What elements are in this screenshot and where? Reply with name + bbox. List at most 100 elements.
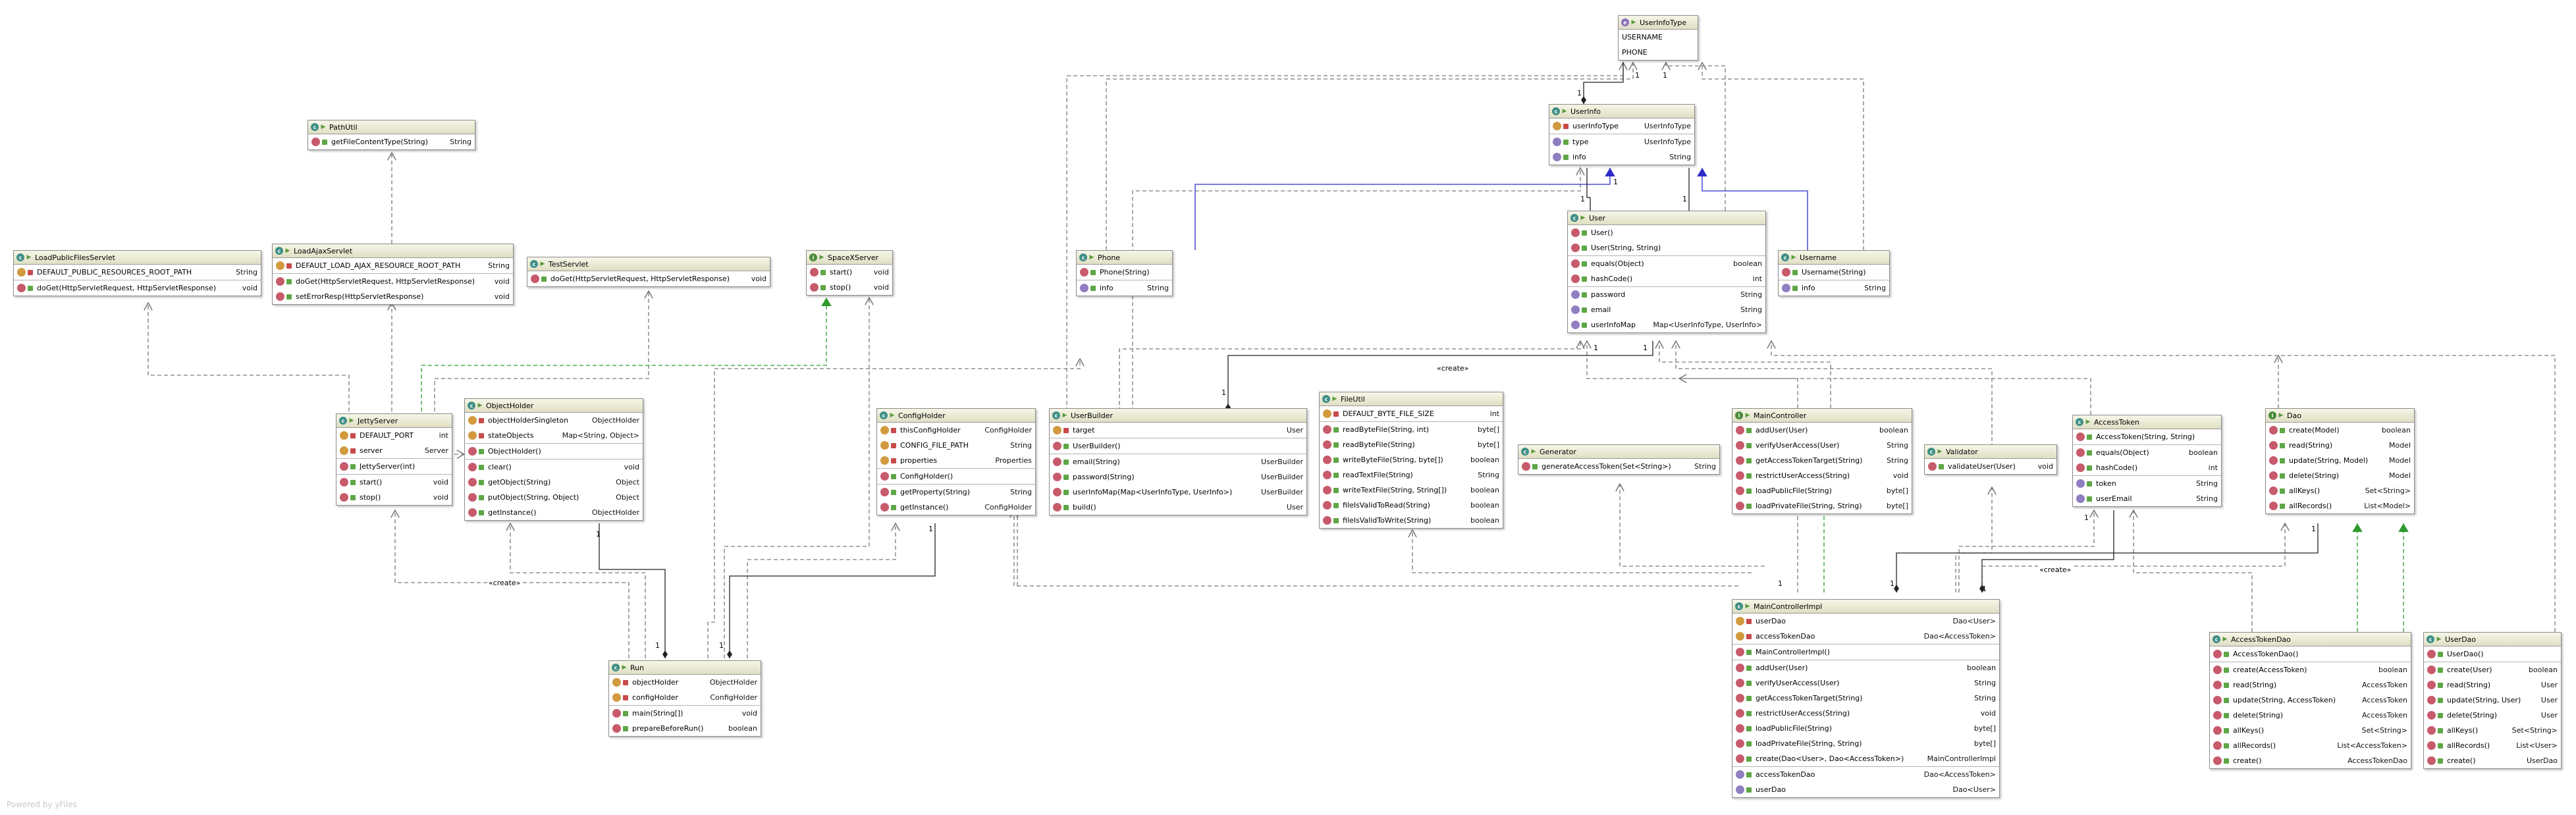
class-member[interactable]: allKeys()Set<String> bbox=[2210, 723, 2411, 738]
class-member[interactable]: putObject(String, Object)Object bbox=[465, 490, 643, 505]
class-member[interactable]: getFileContentType(String)String bbox=[308, 134, 475, 149]
class-member[interactable]: loadPublicFile(String)byte[] bbox=[1732, 721, 1999, 736]
class-header[interactable]: c▶LoadPublicFilesServlet bbox=[14, 251, 261, 265]
class-member[interactable]: UserDao() bbox=[2424, 646, 2561, 662]
class-member[interactable]: prepareBeforeRun()boolean bbox=[609, 721, 761, 736]
class-header[interactable]: c▶ObjectHolder bbox=[465, 399, 643, 413]
class-member[interactable]: MainControllerImpl() bbox=[1732, 644, 1999, 660]
class-member[interactable]: delete(String)Model bbox=[2266, 468, 2414, 483]
class-header[interactable]: c▶LoadAjaxServlet bbox=[273, 244, 513, 258]
class-member[interactable]: ConfigHolder() bbox=[877, 469, 1035, 484]
class-member[interactable]: writeByteFile(String, byte[])boolean bbox=[1320, 452, 1503, 467]
class-member[interactable]: hashCode()int bbox=[2073, 460, 2221, 475]
class-member[interactable]: addUser(User)boolean bbox=[1732, 423, 1912, 438]
class-header[interactable]: c▶UserInfo bbox=[1549, 105, 1694, 118]
class-member[interactable]: stop()void bbox=[336, 490, 452, 505]
class-member[interactable]: getInstance()ConfigHolder bbox=[877, 500, 1035, 515]
class-member[interactable]: equals(Object)boolean bbox=[2073, 445, 2221, 460]
class-member[interactable]: create(Dao<User>, Dao<AccessToken>)MainC… bbox=[1732, 751, 1999, 766]
class-member[interactable]: create(User)boolean bbox=[2424, 662, 2561, 677]
class-member[interactable]: start()void bbox=[336, 475, 452, 490]
class-member[interactable]: readByteFile(String)byte[] bbox=[1320, 437, 1503, 452]
class-header[interactable]: c▶JettyServer bbox=[336, 414, 452, 428]
class-member[interactable]: allRecords()List<User> bbox=[2424, 738, 2561, 753]
class-member[interactable]: create(AccessToken)boolean bbox=[2210, 662, 2411, 677]
class-header[interactable]: c▶User bbox=[1568, 211, 1765, 225]
class-member[interactable]: verifyUserAccess(User)String bbox=[1732, 438, 1912, 453]
class-header[interactable]: i▶Dao bbox=[2266, 409, 2414, 423]
class-member[interactable]: read(String)AccessToken bbox=[2210, 677, 2411, 693]
class-member[interactable]: getAccessTokenTarget(String)String bbox=[1732, 691, 1999, 706]
class-member[interactable]: main(String[])void bbox=[609, 706, 761, 721]
class-member[interactable]: ObjectHolder() bbox=[465, 444, 643, 459]
class-member[interactable]: getProperty(String)String bbox=[877, 485, 1035, 500]
class-member[interactable]: User() bbox=[1568, 225, 1765, 240]
class-member[interactable]: update(String, AccessToken)AccessToken bbox=[2210, 693, 2411, 708]
class-member[interactable]: AccessToken(String, String) bbox=[2073, 429, 2221, 444]
class-member[interactable]: UserBuilder() bbox=[1050, 438, 1306, 454]
class-member[interactable]: loadPrivateFile(String, String)byte[] bbox=[1732, 736, 1999, 751]
class-header[interactable]: c▶FileUtil bbox=[1320, 392, 1503, 406]
class-member[interactable]: read(String)User bbox=[2424, 677, 2561, 693]
class-member[interactable]: JettyServer(int) bbox=[336, 459, 452, 474]
class-member[interactable]: getInstance()ObjectHolder bbox=[465, 505, 643, 520]
class-member[interactable]: fileIsValidToWrite(String)boolean bbox=[1320, 513, 1503, 528]
class-member[interactable]: delete(String)User bbox=[2424, 708, 2561, 723]
class-header[interactable]: e▶UserInfoType bbox=[1619, 16, 1698, 30]
class-header[interactable]: c▶Username bbox=[1779, 251, 1889, 265]
class-header[interactable]: c▶PathUtil bbox=[308, 120, 475, 134]
class-member[interactable]: AccessTokenDao() bbox=[2210, 646, 2411, 662]
class-member[interactable]: fileIsValidToRead(String)boolean bbox=[1320, 498, 1503, 513]
class-member[interactable]: allKeys()Set<String> bbox=[2266, 483, 2414, 498]
class-member[interactable]: start()void bbox=[807, 265, 892, 280]
class-member[interactable]: delete(String)AccessToken bbox=[2210, 708, 2411, 723]
class-member[interactable]: loadPrivateFile(String, String)byte[] bbox=[1732, 498, 1912, 513]
class-header[interactable]: c▶Run bbox=[609, 661, 761, 675]
class-member[interactable]: doGet(HttpServletRequest, HttpServletRes… bbox=[14, 280, 261, 296]
class-member[interactable]: equals(Object)boolean bbox=[1568, 256, 1765, 271]
class-member[interactable]: User(String, String) bbox=[1568, 240, 1765, 255]
class-member[interactable]: update(String, Model)Model bbox=[2266, 453, 2414, 468]
class-member[interactable]: Phone(String) bbox=[1077, 265, 1172, 280]
class-member[interactable]: password(String)UserBuilder bbox=[1050, 469, 1306, 485]
class-header[interactable]: c▶TestServlet bbox=[527, 257, 770, 271]
class-member[interactable]: allRecords()List<Model> bbox=[2266, 498, 2414, 513]
class-header[interactable]: c▶Phone bbox=[1077, 251, 1172, 265]
class-member[interactable]: doGet(HttpServletRequest, HttpServletRes… bbox=[527, 271, 770, 286]
class-member[interactable]: getObject(String)Object bbox=[465, 475, 643, 490]
class-member[interactable]: read(String)Model bbox=[2266, 438, 2414, 453]
class-member[interactable]: allKeys()Set<String> bbox=[2424, 723, 2561, 738]
